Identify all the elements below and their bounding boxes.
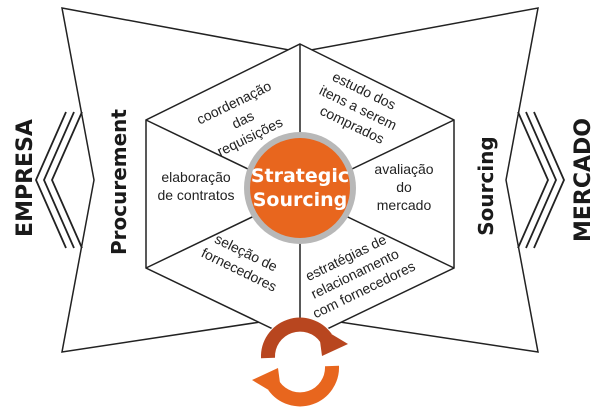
segment-market-line-2: do [396,179,412,195]
segment-market: avaliação do mercado [374,161,433,213]
segment-market-line-1: avaliação [374,161,433,177]
segment-contracts-line-2: de contratos [157,187,234,203]
center-circle [250,138,350,238]
center-title-line-2: Sourcing [253,189,348,211]
label-empresa: EMPRESA [13,119,38,237]
label-sourcing: Sourcing [474,136,498,236]
center-title-line-1: Strategic [251,165,349,187]
label-procurement: Procurement [107,109,131,255]
label-mercado: MERCADO [571,118,596,242]
chevron-right-icon [517,111,565,249]
segment-contracts: elaboração de contratos [157,169,234,203]
cycle-arrows-icon [252,317,348,407]
center-badge: Strategic Sourcing [244,132,356,244]
chevron-left-icon [35,111,83,249]
segment-contracts-line-1: elaboração [161,169,230,185]
segment-study: estudo dos itens a serem comprados [317,68,400,147]
segment-market-line-3: mercado [377,197,432,213]
